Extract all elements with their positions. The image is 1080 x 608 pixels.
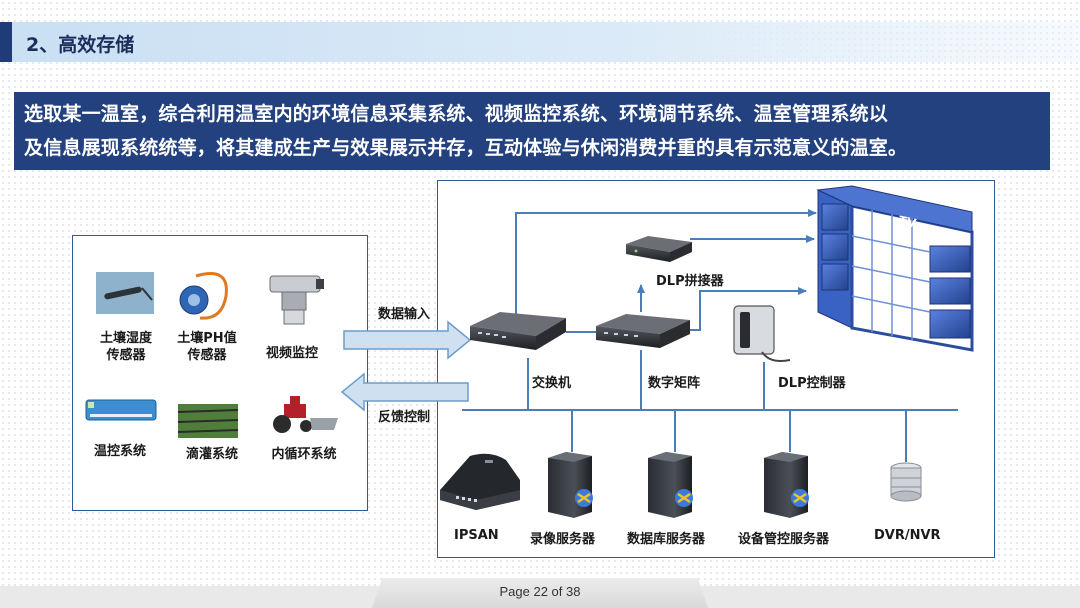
dlp-splicer-label: DLP拼接器 bbox=[656, 274, 724, 289]
description-line-1: 选取某一温室，综合利用温室内的环境信息采集系统、视频监控系统、环境调节系统、温室… bbox=[24, 103, 889, 125]
dlp-controller-icon bbox=[733, 305, 791, 362]
ipsan-label: IPSAN bbox=[454, 528, 499, 543]
ph-sensor-label: 土壤PH值 传感器 bbox=[177, 331, 237, 363]
soil-moisture-sensor-label: 土壤湿度 传感器 bbox=[99, 331, 152, 363]
surveillance-camera-label: 视频监控 bbox=[265, 346, 318, 361]
recording-server-icon bbox=[548, 452, 593, 518]
digital-matrix-icon bbox=[596, 314, 690, 348]
tv-wall-icon: TV bbox=[816, 185, 974, 352]
switch-icon bbox=[470, 312, 566, 350]
ph-sensor-icon bbox=[179, 272, 228, 320]
page-indicator: Page 22 of 38 bbox=[499, 584, 581, 599]
database-server-icon bbox=[648, 452, 693, 518]
page-indicator-tab: Page 22 of 38 bbox=[372, 578, 708, 608]
tractor-label: 内循环系统 bbox=[271, 447, 337, 462]
feedback-control-arrow bbox=[340, 372, 469, 412]
switch-to-tv-line bbox=[515, 209, 817, 314]
device-control-server-label: 设备管控服务器 bbox=[738, 532, 830, 547]
surveillance-camera-icon bbox=[269, 275, 324, 325]
dvr-nvr-icon bbox=[890, 462, 922, 502]
database-server-label: 数据库服务器 bbox=[627, 532, 706, 547]
data-input-arrow bbox=[343, 320, 472, 360]
dvr-nvr-label: DVR/NVR bbox=[874, 528, 941, 543]
matrix-label: 数字矩阵 bbox=[648, 376, 701, 391]
tractor-icon bbox=[273, 396, 338, 433]
slide-title: 2、高效存储 bbox=[26, 34, 135, 56]
switch-label: 交换机 bbox=[532, 376, 572, 391]
drip-irrigation-label: 滴灌系统 bbox=[185, 447, 238, 462]
connection-lines bbox=[462, 209, 958, 462]
matrix-to-tv-line bbox=[688, 287, 807, 331]
dlp-controller-label: DLP控制器 bbox=[778, 376, 846, 391]
data-input-label: 数据输入 bbox=[378, 307, 431, 322]
tv-label: TV bbox=[897, 213, 918, 230]
device-control-server-icon bbox=[764, 452, 809, 518]
dlp-splicer-icon bbox=[626, 236, 692, 262]
recording-server-label: 录像服务器 bbox=[530, 532, 596, 547]
air-conditioner-label: 温控系统 bbox=[93, 444, 146, 459]
feedback-control-label: 反馈控制 bbox=[378, 410, 431, 425]
air-conditioner-icon bbox=[85, 399, 157, 421]
title-accent bbox=[0, 22, 12, 62]
drip-irrigation-icon bbox=[177, 404, 239, 438]
soil-moisture-sensor-icon bbox=[96, 272, 154, 314]
description-box: 选取某一温室，综合利用温室内的环境信息采集系统、视频监控系统、环境调节系统、温室… bbox=[14, 92, 1050, 170]
ipsan-icon bbox=[440, 453, 520, 510]
title-bar: 2、高效存储 bbox=[0, 22, 1080, 62]
description-line-2: 及信息展现系统统等，将其建成生产与效果展示并存，互动体验与休闲消费并重的具有示范… bbox=[24, 137, 908, 159]
